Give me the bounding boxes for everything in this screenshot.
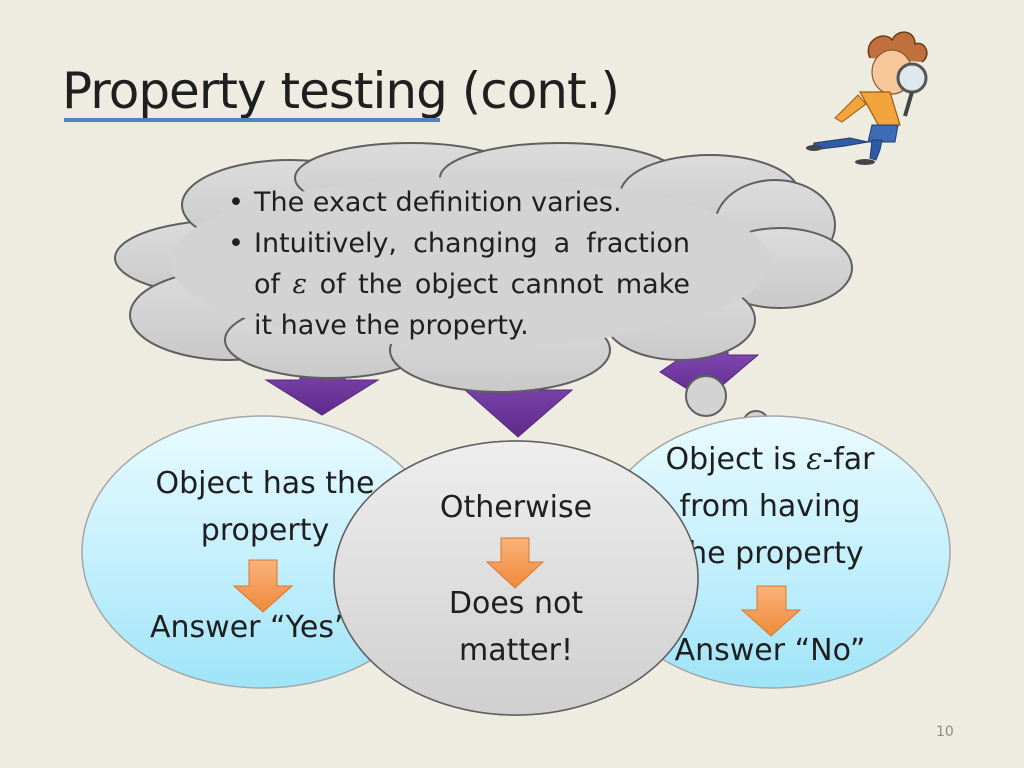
center-line-3: matter! [459,633,573,668]
epsilon-symbol-right: ε [806,442,823,477]
bullet-2-of: of [254,269,281,300]
right-line-2: from having [679,489,861,524]
bullet-2-line-3-text: it have the property. [254,310,529,341]
detective-icon [806,31,928,165]
bullet-2-line-2: of ε of the object cannot make [228,264,690,305]
right-line-1-start: Object is [665,442,797,477]
center-line-2: Does not [448,586,584,621]
center-line-1: Otherwise [439,490,593,525]
epsilon-symbol: ε [292,269,308,300]
left-line-2: property [200,513,330,548]
page-number: 10 [936,724,954,740]
right-answer: Answer “No” [674,633,866,668]
bullet-2-line-2-rest: of the object cannot make [319,269,690,300]
left-line-1: Object has the [155,466,375,501]
bullet-2-line-1: Intuitively, changing a fraction [254,228,690,259]
right-ellipse-label: Object is ε-far from having the property [640,436,900,577]
left-answer: Answer “Yes” [150,610,350,645]
title-underline [64,118,440,122]
right-line-1-end: -far [822,442,875,477]
slide-title: Property testing (cont.) [62,62,620,120]
bullet-item-2: Intuitively, changing a fraction [228,223,690,264]
bullet-2-line-3: it have the property. [228,305,690,346]
right-line-1: Object is ε-far [640,436,900,483]
cloud-bullet-list: The exact definition varies. Intuitively… [228,182,690,346]
left-ellipse-label: Object has the property [130,460,400,554]
orange-arrow-right [740,585,802,637]
orange-arrow-left [232,559,294,613]
center-answer: Does not matter! [416,580,616,674]
bullet-item-1: The exact definition varies. [228,182,690,223]
bullet-1-text: The exact definition varies. [254,187,622,218]
right-line-3: the property [676,536,864,571]
